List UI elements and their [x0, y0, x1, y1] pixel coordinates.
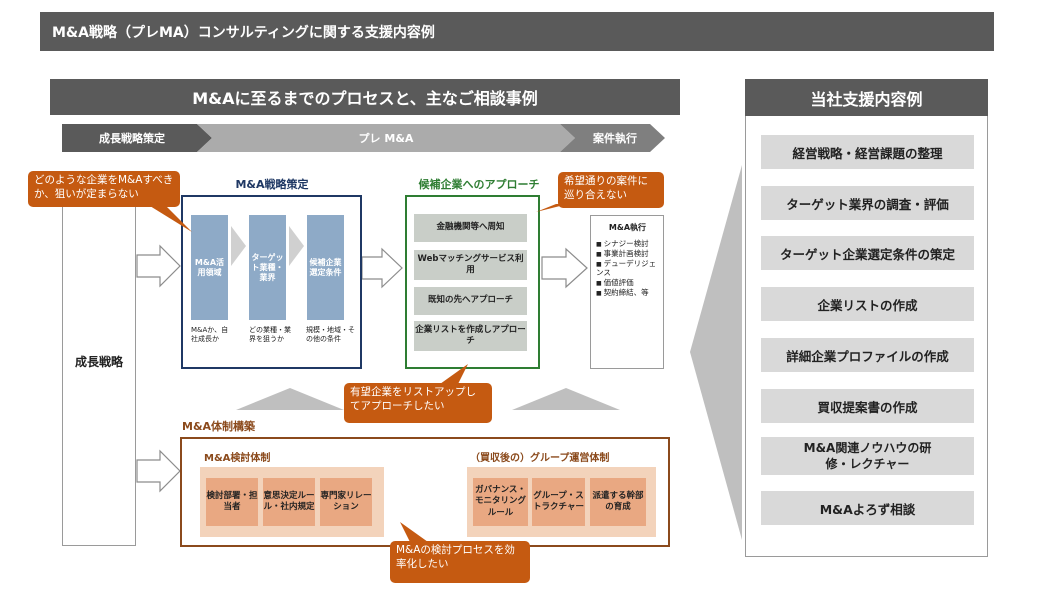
- arrow-growth-to-system: [136, 449, 181, 493]
- execution-item: デューデリジェンス: [596, 259, 659, 279]
- group-item-structure: グループ・ストラクチャー: [532, 478, 585, 526]
- callout-efficiency: M&Aの検討プロセスを効率化したい: [390, 541, 530, 583]
- review-item-dept: 検討部署・担当者: [206, 478, 258, 526]
- approach-box: [405, 195, 540, 369]
- note-selection-criteria: 規模・地域・その他の条件: [306, 326, 355, 344]
- arrow-approach-to-execution: [541, 247, 588, 289]
- step-arrow-1: [231, 226, 246, 266]
- uptri-approach: [512, 388, 620, 410]
- approach-item-known: 既知の先へアプローチ: [414, 287, 527, 315]
- execution-title: M&A執行: [608, 223, 647, 232]
- execution-list: シナジー検討 事業計画検討 デューデリジェンス 価値評価 契約締結、等: [596, 239, 659, 298]
- step-target-industry: ターゲット業種・業界: [249, 215, 286, 320]
- phase-label-execution: 案件執行: [593, 132, 637, 145]
- support-item-strategy: 経営戦略・経営課題の整理: [761, 135, 974, 169]
- group-title: （買収後の）グループ運営体制: [470, 453, 610, 464]
- review-item-rules: 意思決定ルール・社内規定: [263, 478, 315, 526]
- group-item-governance: ガバナンス・モニタリングルール: [473, 478, 528, 526]
- callout-no-matching-deals: 希望通りの案件に巡り合えない: [558, 172, 664, 208]
- execution-item: シナジー検討: [596, 239, 659, 249]
- callout-pointer: [400, 522, 428, 542]
- phase-label-growth: 成長戦略策定: [99, 132, 165, 145]
- callout-pointer: [440, 364, 468, 384]
- support-item-profile: 詳細企業プロファイルの作成: [761, 338, 974, 372]
- step-selection-criteria: 候補企業選定条件: [307, 215, 344, 320]
- process-header: M&Aに至るまでのプロセスと、主なご相談事例: [50, 79, 680, 115]
- phase-chevron-execution: [560, 124, 665, 152]
- growth-strategy-box: 成長戦略: [62, 176, 136, 546]
- callout-list-up: 有望企業をリストアップしてアプローチしたい: [344, 383, 492, 423]
- step-ma-domain: M&A活用領域: [191, 215, 228, 320]
- support-item-consultation: M&Aよろず相談: [761, 491, 974, 525]
- support-item-industry-research: ターゲット業界の調査・評価: [761, 186, 974, 220]
- execution-box: M&A執行 シナジー検討 事業計画検討 デューデリジェンス 価値評価 契約締結、…: [590, 215, 664, 369]
- uptri-strategy: [236, 388, 344, 410]
- ma-strategy-box: [181, 195, 362, 369]
- system-title: M&A体制構築: [182, 420, 256, 433]
- step-arrow-2: [289, 226, 304, 266]
- approach-item-finance: 金融機関等へ周知: [414, 214, 527, 242]
- note-target-industry: どの業種・業界を狙うか: [249, 326, 291, 344]
- page-title: M&A戦略（プレMA）コンサルティングに関する支援内容例: [40, 12, 994, 51]
- support-item-selection-criteria: ターゲット企業選定条件の策定: [761, 236, 974, 270]
- execution-item: 価値評価: [596, 278, 659, 288]
- execution-item: 契約締結、等: [596, 288, 659, 298]
- arrow-strategy-to-approach: [361, 247, 403, 289]
- phase-label-prema: プレ M&A: [358, 132, 414, 145]
- funnel-arrow: [690, 165, 742, 540]
- execution-item: 事業計画検討: [596, 249, 659, 259]
- review-title: M&A検討体制: [204, 453, 271, 464]
- group-item-executives: 派遣する幹部の育成: [590, 478, 646, 526]
- callout-pointer: [150, 206, 192, 232]
- support-item-proposal: 買収提案書の作成: [761, 389, 974, 423]
- note-ma-domain: M&Aか、自社成長か: [191, 326, 229, 344]
- approach-item-list: 企業リストを作成しアプローチ: [414, 321, 527, 351]
- approach-item-web: Webマッチングサービス利用: [414, 250, 527, 280]
- approach-title: 候補企業へのアプローチ: [418, 178, 540, 191]
- arrow-growth-to-strategy: [136, 244, 181, 288]
- ma-strategy-title: M&A戦略策定: [235, 178, 309, 191]
- review-item-experts: 専門家リレーション: [320, 478, 372, 526]
- callout-target-unclear: どのような企業をM&Aすべきか、狙いが定まらない: [28, 171, 180, 207]
- support-header: 当社支援内容例: [745, 79, 988, 116]
- support-item-training: M&A関連ノウハウの研修・レクチャー: [761, 437, 974, 475]
- phase-chevron-growth: [62, 124, 212, 152]
- phase-chevron-prema: [197, 124, 575, 152]
- support-item-company-list: 企業リストの作成: [761, 287, 974, 321]
